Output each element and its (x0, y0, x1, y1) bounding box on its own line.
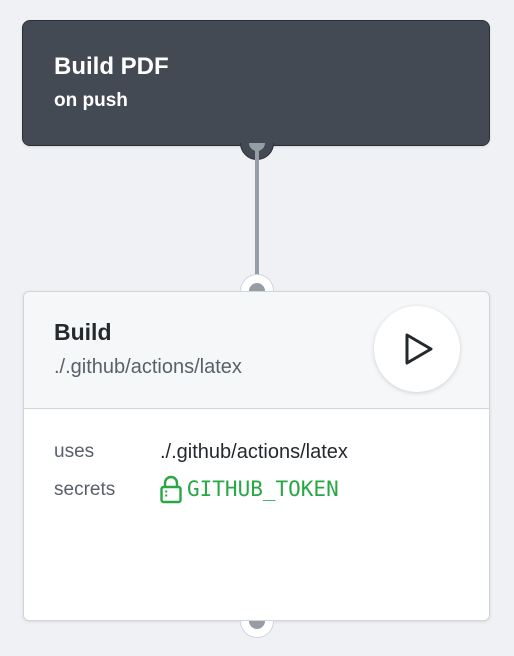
action-node[interactable]: Build ./.github/actions/latex uses ./.gi… (23, 291, 490, 621)
secret-name: GITHUB_TOKEN (187, 477, 339, 501)
secret-item: GITHUB_TOKEN (159, 474, 339, 504)
uses-value: ./.github/actions/latex (160, 441, 348, 463)
lock-icon (159, 474, 183, 504)
action-title: Build (54, 319, 112, 345)
run-button[interactable] (374, 306, 460, 392)
workflow-trigger: on push (54, 90, 128, 111)
action-input-port-dot (249, 283, 265, 291)
play-icon (405, 333, 433, 365)
workflow-output-port-dot (249, 143, 265, 151)
connector-line (255, 150, 259, 276)
action-path: ./.github/actions/latex (54, 356, 242, 378)
workflow-node[interactable]: Build PDF on push (22, 20, 490, 146)
uses-label: uses (54, 441, 95, 462)
action-header: Build ./.github/actions/latex (24, 292, 489, 409)
workflow-title: Build PDF (54, 53, 169, 80)
action-output-port-dot (249, 621, 265, 629)
secrets-label: secrets (54, 479, 116, 500)
